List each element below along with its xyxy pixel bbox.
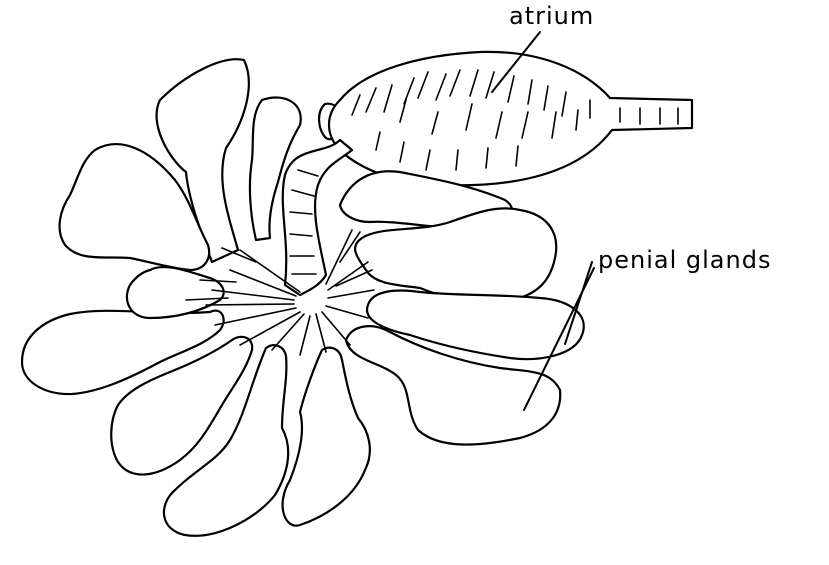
- gland-left-1: [127, 267, 224, 318]
- penial-glands-label: penial glands: [598, 246, 771, 274]
- atrium-label: atrium: [509, 2, 594, 30]
- gland-lower-1: [283, 348, 370, 526]
- lower-glands: [22, 311, 370, 536]
- atrium-body: [329, 52, 692, 185]
- right-glands: [340, 171, 584, 444]
- atrium-duct: [283, 140, 352, 295]
